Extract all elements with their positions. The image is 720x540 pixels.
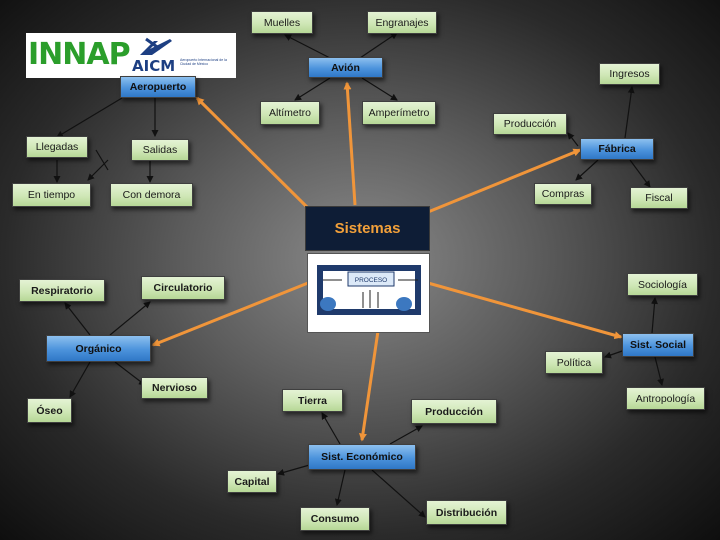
arrow-to-sist-social [427,281,623,340]
node-tierra: Tierra [282,389,343,412]
node-en-tiempo: En tiempo [12,183,91,207]
arrow-to-fabrica [427,148,582,214]
node-sist-social: Sist. Social [622,333,694,357]
node-nervioso: Nervioso [141,377,208,399]
arrow-to-avion [343,81,357,206]
node-con-demora: Con demora [110,183,193,207]
node-salidas: Salidas [131,139,189,161]
node-fabrica: Fábrica [580,138,654,160]
innap-logo: INNAP [28,37,131,72]
aicm-logo: AICM Aeropuerto Internacional de la Ciud… [126,35,234,77]
node-ingresos: Ingresos [599,63,660,85]
arrow-to-aeropuerto [195,96,312,212]
node-engranajes: Engranajes [367,11,437,34]
node-distribucion: Distribución [426,500,507,525]
center-title-sistemas: Sistemas [305,206,430,251]
node-aeropuerto: Aeropuerto [120,76,196,98]
plane-icon [140,37,172,55]
logos-panel: INNAP AICM Aeropuerto Internacional de l… [26,33,236,78]
node-politica: Política [545,351,603,374]
node-sist-economico: Sist. Económico [308,444,416,470]
node-circulatorio: Circulatorio [141,276,225,300]
node-avion: Avión [308,57,383,78]
node-muelles: Muelles [251,11,313,34]
process-label: PROCESO [355,277,388,284]
node-compras: Compras [534,183,592,205]
node-produccion-fabrica: Producción [493,113,567,135]
node-produccion-econ: Producción [411,399,497,424]
node-capital: Capital [227,470,277,493]
node-sociologia: Sociología [627,273,698,296]
arrow-to-organico [151,281,309,347]
node-amperimetro: Amperímetro [362,101,436,125]
node-antropologia: Antropología [626,387,705,410]
node-fiscal: Fiscal [630,187,688,209]
node-organico: Orgánico [46,335,151,362]
node-altimetro: Altímetro [260,101,320,125]
node-oseo: Óseo [27,398,72,423]
aicm-logo-subtitle: Aeropuerto Internacional de la Ciudad de… [180,58,227,66]
node-llegadas: Llegadas [26,136,88,158]
arrow-to-sist-economico [358,330,380,442]
process-diagram: PROCESO [307,253,430,333]
node-respiratorio: Respiratorio [19,279,105,302]
aicm-logo-text: AICM [132,57,176,75]
node-consumo: Consumo [300,507,370,531]
